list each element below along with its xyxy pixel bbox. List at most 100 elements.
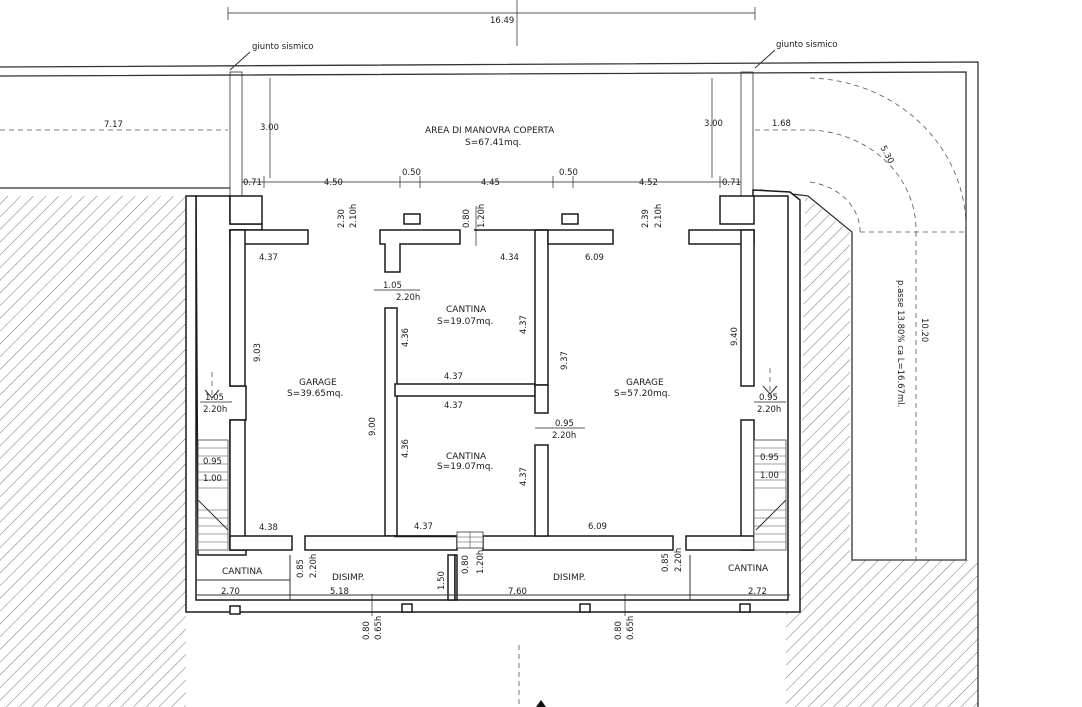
covered-area-surface: S=67.41mq. <box>465 138 521 148</box>
garage-right-side-dim: 9.40 <box>730 327 740 346</box>
garage-left-inner-dim: 9.00 <box>368 417 378 436</box>
cantina-lower-surface: S=19.07mq. <box>437 462 493 472</box>
bottom-wall-right <box>482 535 674 551</box>
cantina-lower: 4.37 CANTINA S=19.07mq. 4.36 4.37 4.37 0… <box>401 401 585 532</box>
garage-right-side-wall-upper <box>740 229 755 387</box>
cantina-upper-bottom-dim: 4.37 <box>444 372 463 382</box>
disimp-left-width: 5.18 <box>330 587 349 597</box>
garage-right-inner-wall-lower <box>534 444 549 537</box>
front-dim-2: 0.50 <box>402 168 421 178</box>
door-left-height: 2.10h <box>349 204 359 228</box>
cantina-left-width: 2.70 <box>221 587 240 597</box>
bottom-post-3 <box>579 603 591 613</box>
garage-left: 4.37 9.03 GARAGE S=39.65mq. 9.00 4.38 <box>253 253 378 533</box>
garage-left-side-dim: 9.03 <box>253 343 263 362</box>
window-right-width: 0.80 <box>614 621 624 640</box>
garage-right-top-dim: 6.09 <box>585 253 604 263</box>
cantina-upper-surface: S=19.07mq. <box>437 317 493 327</box>
disimp-right-name: DISIMP. <box>553 573 586 583</box>
garage-left-side-wall-lower <box>229 419 246 551</box>
garage-left-name: GARAGE <box>299 378 337 388</box>
garage-left-side-wall-upper <box>229 229 246 387</box>
stair-left-dim-1: 0.95 <box>203 457 222 467</box>
front-dim-0: 0.71 <box>243 178 262 188</box>
covered-area-depth-right: 3.00 <box>704 119 723 129</box>
right-front-pillar <box>719 195 755 225</box>
cantina-lower-top-dim: 4.37 <box>444 401 463 411</box>
cantina-left-name: CANTINA <box>222 567 263 577</box>
seismic-joint-right-label: giunto sismico <box>776 40 838 50</box>
front-dim-3: 4.45 <box>481 178 500 188</box>
garage-right: 6.09 9.37 9.40 GARAGE S=57.20mq. 6.09 <box>560 253 740 532</box>
front-dim-1: 4.50 <box>324 178 343 188</box>
stair-left-dim-2: 1.00 <box>203 474 222 484</box>
window-left-width: 0.80 <box>362 621 372 640</box>
left-strip-width: 7.17 <box>104 120 123 130</box>
garage-right-name: GARAGE <box>626 378 664 388</box>
left-front-pillar <box>229 195 263 225</box>
cantina-lower-left-dim: 4.36 <box>401 439 411 458</box>
bottom-wall-left <box>304 535 458 551</box>
bottom-post-1 <box>229 605 241 615</box>
front-vent-left <box>403 213 421 225</box>
garage-right-side-wall-lower <box>740 419 755 551</box>
garage-right-bottom-wall <box>685 535 755 551</box>
cantina-upper-top-dim: 4.34 <box>500 253 519 263</box>
garage-left-bottom-wall <box>229 535 293 551</box>
front-vent-right <box>561 213 579 225</box>
section-arrow-icon <box>536 700 546 707</box>
cantina-upper-top-wall-left <box>379 229 461 273</box>
front-dim-4: 0.50 <box>559 168 578 178</box>
door-center-width: 0.80 <box>462 209 472 228</box>
stairs-right <box>753 368 787 551</box>
bottom-post-2 <box>401 603 413 613</box>
cantina-lower-right-dim: 4.37 <box>519 467 529 486</box>
seismic-joint-right-leader <box>754 49 776 69</box>
garage-left-surface: S=39.65mq. <box>287 389 343 399</box>
cantina-lower-bottom-dim: 4.37 <box>414 522 433 532</box>
cantina-upper-name: CANTINA <box>446 305 487 315</box>
stairs-left <box>197 372 229 551</box>
door-bottom-right-width: 0.85 <box>661 553 671 572</box>
cantina-upper-top-wall-right <box>474 229 614 245</box>
cantina-lower-door-height: 2.20h <box>552 431 576 441</box>
outer-boundary <box>0 61 979 707</box>
overall-width-label: 16.49 <box>490 16 514 26</box>
cantina-lower-door-width: 0.95 <box>555 419 574 429</box>
door-bottom-center-height: 1.20h <box>476 550 486 574</box>
window-right-height: 0.65h <box>626 616 636 640</box>
covered-area-depth-left: 3.00 <box>260 123 279 133</box>
stair-left-door-width: 1.05 <box>205 393 224 403</box>
cantina-right-name: CANTINA <box>728 564 769 574</box>
disimp-left-name: DISIMP. <box>332 573 365 583</box>
disimp-gap-dim: 1.50 <box>437 571 447 590</box>
cantina-lower-name: CANTINA <box>446 452 487 462</box>
stair-left-door-height: 2.20h <box>203 405 227 415</box>
perimeter-wall <box>185 189 801 613</box>
door-center-height: 1.20h <box>477 204 487 228</box>
stair-right-dim-2: 1.00 <box>760 471 779 481</box>
cantina-right-width: 2.72 <box>748 587 767 597</box>
cantina-divider <box>394 383 536 397</box>
seismic-joint-left-label: giunto sismico <box>252 42 314 52</box>
cantina-upper-door-height: 2.20h <box>396 293 420 303</box>
ramp-slope-label: p.asse 13.80% ca L=16.67ml. <box>895 280 905 407</box>
cantina-upper: 4.34 1.05 2.20h CANTINA S=19.07mq. 4.36 … <box>374 253 529 382</box>
door-right-height: 2.10h <box>654 204 664 228</box>
garage-left-top-dim: 4.37 <box>259 253 278 263</box>
garage-right-inner-stub <box>534 384 549 414</box>
front-dim-6: 0.71 <box>722 178 741 188</box>
garage-right-inner-dim: 9.37 <box>560 351 570 370</box>
front-dimension-chain: 0.71 4.50 0.50 4.45 0.50 4.52 0.71 <box>242 168 741 188</box>
door-bottom-left-height: 2.20h <box>309 554 319 578</box>
bottom-post-4 <box>739 603 751 613</box>
inner-boundary <box>0 71 967 561</box>
garage-right-bottom-dim: 6.09 <box>588 522 607 532</box>
bottom-rooms: CANTINA CANTINA DISIMP. DISIMP. 2.70 5.1… <box>221 548 769 640</box>
door-right-width: 2.39 <box>641 209 651 228</box>
right-strip-width: 1.68 <box>772 119 791 129</box>
garage-right-inner-wall-upper <box>534 229 549 386</box>
door-bottom-left-width: 0.85 <box>296 559 306 578</box>
window-left-height: 0.65h <box>374 616 384 640</box>
hatched-ground-left <box>0 196 186 707</box>
